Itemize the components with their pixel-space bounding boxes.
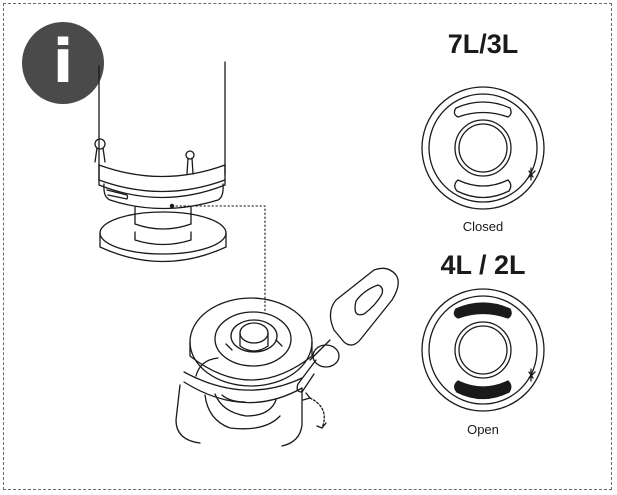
dashed-frame [3,3,612,490]
valve-closeup-drawing [175,267,399,447]
callout-line [171,205,266,313]
variant-title-4l-2l: 4L / 2L [440,250,526,280]
state-label-closed: Closed [462,219,504,234]
appliance-base-drawing [94,61,227,263]
variant-title-7l-3l: 7L/3L [447,29,519,59]
disc-closed-drawing [421,86,545,210]
state-label-open: Open [467,422,499,437]
disc-open-drawing [421,288,545,412]
info-icon: i [22,22,104,104]
info-glyph: i [52,27,74,97]
